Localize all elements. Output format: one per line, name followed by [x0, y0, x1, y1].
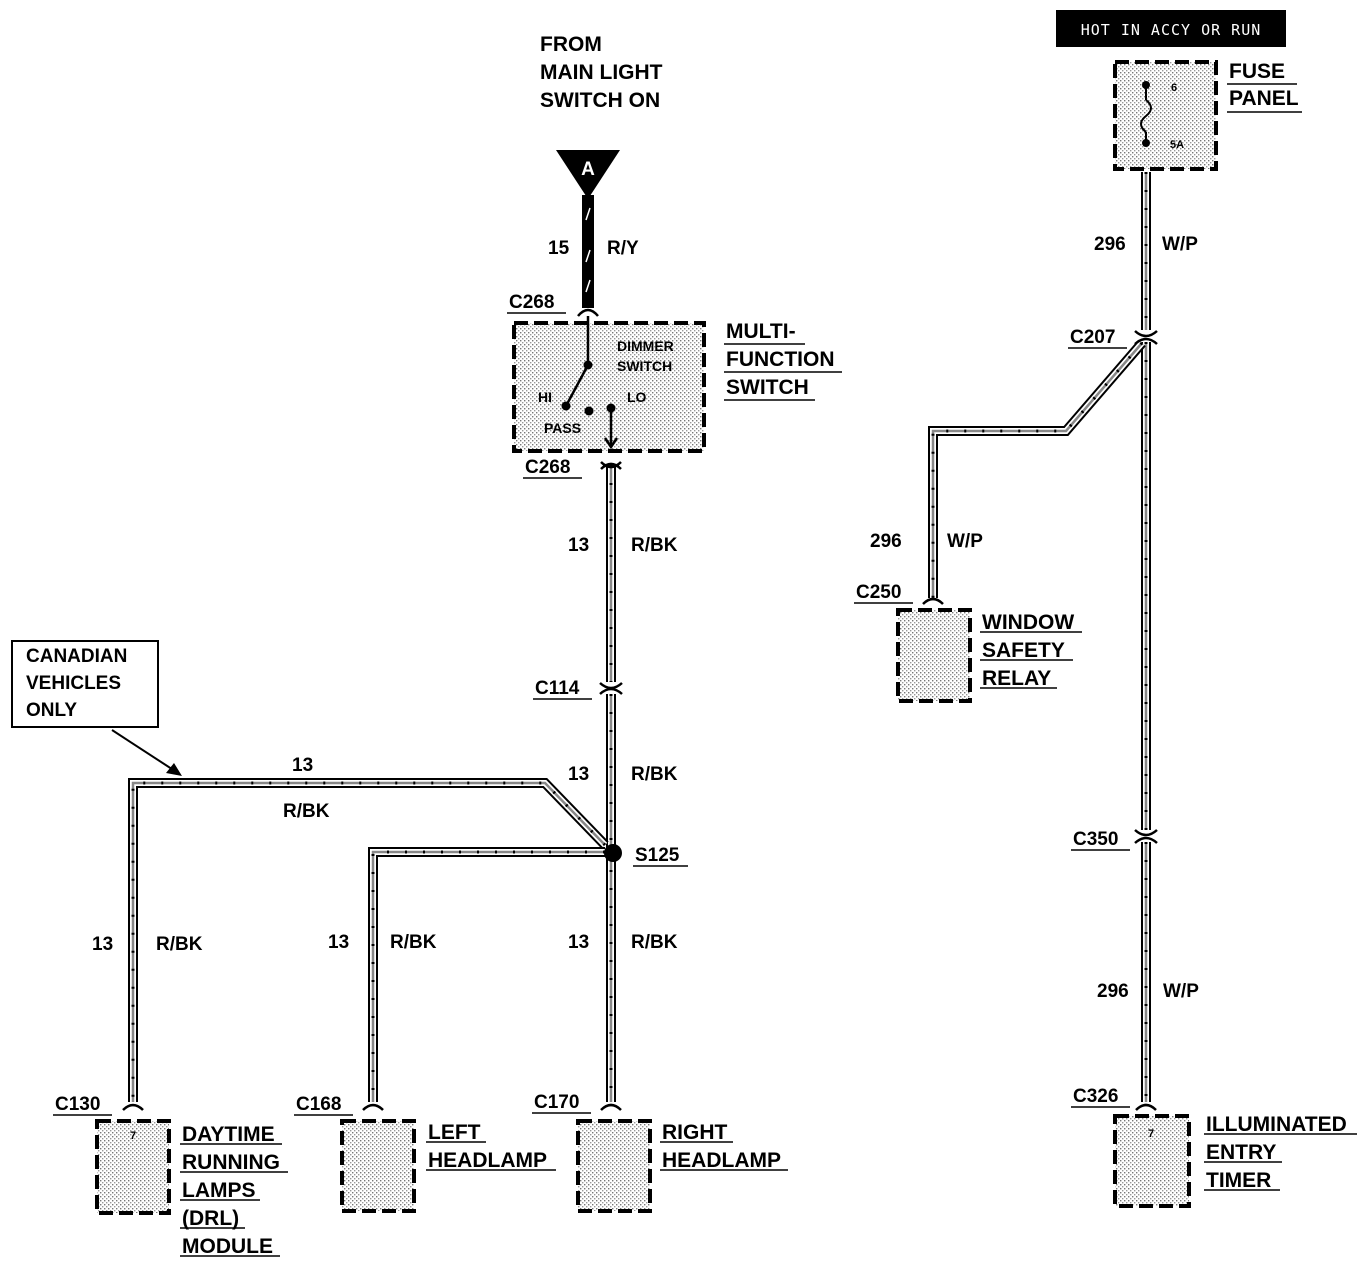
w296-relay-color: W/P: [947, 531, 983, 552]
drl-line-5: MODULE: [182, 1235, 273, 1258]
drl-pin: 7: [130, 1130, 136, 1142]
entry-timer-line-1: ILLUMINATED: [1206, 1113, 1347, 1136]
w13-upper-circuit: 13: [568, 535, 589, 556]
left-headlamp-line-2: HEADLAMP: [428, 1149, 547, 1172]
source-line-3: SWITCH ON: [540, 89, 660, 112]
drl-line-2: RUNNING: [182, 1151, 280, 1174]
dimmer-line-2: SWITCH: [617, 358, 672, 374]
mfs-line-1: MULTI-: [726, 320, 796, 343]
w13-mid-circuit: 13: [568, 764, 589, 785]
connector-c130: C130: [55, 1094, 100, 1115]
source-connector-letter: A: [581, 159, 595, 180]
drl-line-4: (DRL): [182, 1207, 239, 1230]
left-headlamp-line-1: LEFT: [428, 1121, 481, 1144]
splice-s125-dot: [604, 844, 622, 862]
multifunction-switch-box: [512, 321, 706, 453]
w13-mid-color: R/BK: [631, 764, 678, 785]
mfs-line-2: FUNCTION: [726, 348, 835, 371]
hot-label: HOT IN ACCY OR RUN: [1081, 21, 1262, 39]
w13-drl-color: R/BK: [156, 934, 203, 955]
wire-296-to-window-relay: [928, 339, 1146, 598]
dimmer-line-1: DIMMER: [617, 338, 674, 354]
entry-timer-line-2: ENTRY: [1206, 1141, 1276, 1164]
fuse-rating: 5A: [1170, 139, 1184, 151]
connector-c207: C207: [1070, 327, 1115, 348]
connector-c326: C326: [1073, 1086, 1118, 1107]
wire-13-to-drl: [128, 778, 609, 1102]
fuse-panel-line-2: PANEL: [1229, 87, 1299, 110]
connector-c268-bottom: C268: [525, 457, 570, 478]
w296-timer-color: W/P: [1163, 981, 1199, 1002]
connector-c168: C168: [296, 1094, 341, 1115]
left-headlamp-box: [340, 1119, 416, 1213]
w13-right-color: R/BK: [631, 932, 678, 953]
drl-line-1: DAYTIME: [182, 1123, 275, 1146]
w13-left-circuit: 13: [328, 932, 349, 953]
source-line-2: MAIN LIGHT: [540, 61, 663, 84]
w13-left-color: R/BK: [390, 932, 437, 953]
connector-c170: C170: [534, 1092, 579, 1113]
w296-fuse-color: W/P: [1162, 234, 1198, 255]
window-relay-line-3: RELAY: [982, 667, 1051, 690]
wire-13-to-left-headlamp: [368, 847, 605, 1102]
lo-label: LO: [627, 389, 647, 405]
callout-arrow: [111, 729, 179, 774]
w13-drl-horiz-circuit: 13: [292, 755, 313, 776]
window-relay-line-2: SAFETY: [982, 639, 1065, 662]
right-headlamp-box: [576, 1119, 652, 1213]
callout-line-2: VEHICLES: [26, 673, 121, 694]
w296-relay-circuit: 296: [870, 531, 902, 552]
connector-c250: C250: [856, 582, 901, 603]
drl-line-3: LAMPS: [182, 1179, 256, 1202]
splice-s125-label: S125: [635, 845, 680, 866]
fuse-panel-box: [1113, 60, 1218, 171]
w13-drl-circuit: 13: [92, 934, 113, 955]
w13-upper-color: R/BK: [631, 535, 678, 556]
fuse-panel-line-1: FUSE: [1229, 60, 1285, 83]
window-relay-line-1: WINDOW: [982, 611, 1074, 634]
hot-label-box: [1056, 10, 1286, 47]
connector-symbols: [122, 308, 1158, 1111]
source-line-1: FROM: [540, 33, 602, 56]
mfs-line-3: SWITCH: [726, 376, 809, 399]
pass-label: PASS: [544, 420, 581, 436]
w296-fuse-circuit: 296: [1094, 234, 1126, 255]
right-headlamp-line-2: HEADLAMP: [662, 1149, 781, 1172]
drl-module-box: [95, 1119, 171, 1215]
connector-c268-top: C268: [509, 292, 554, 313]
w13-right-circuit: 13: [568, 932, 589, 953]
w15-color: R/Y: [607, 238, 639, 259]
callout-box: [11, 640, 159, 728]
label-underlines: [53, 83, 1357, 1257]
callout-line-1: CANADIAN: [26, 646, 127, 667]
entry-timer-line-3: TIMER: [1206, 1169, 1271, 1192]
connector-c350: C350: [1073, 829, 1118, 850]
w296-timer-circuit: 296: [1097, 981, 1129, 1002]
source-connector-a: [556, 150, 620, 199]
entry-timer-box: [1113, 1114, 1191, 1208]
entry-timer-pin: 7: [1148, 1128, 1154, 1140]
connector-c114: C114: [535, 678, 580, 699]
callout-line-3: ONLY: [26, 700, 77, 721]
w13-drl-horiz-color: R/BK: [283, 801, 330, 822]
right-headlamp-line-1: RIGHT: [662, 1121, 728, 1144]
fuse-number: 6: [1171, 82, 1177, 94]
window-relay-box: [896, 608, 972, 703]
dimmer-switch-contacts: [564, 316, 619, 450]
w15-circuit: 15: [548, 238, 570, 259]
hi-label: HI: [538, 389, 552, 405]
